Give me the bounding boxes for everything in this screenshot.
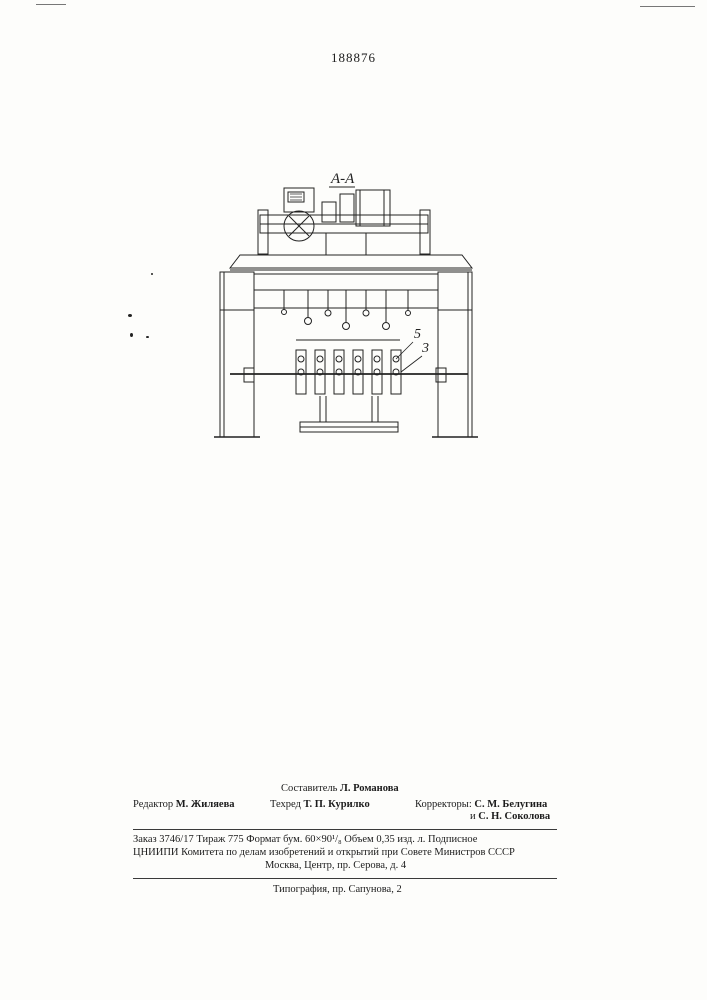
techred-line: Техред Т. П. Курилко (270, 799, 370, 811)
composer-label: Составитель (281, 783, 337, 794)
correctors-line: Корректоры: С. М. Белугина (415, 799, 547, 811)
corrector-2-line: и С. Н. Соколова (470, 811, 550, 823)
composer-name: Л. Романова (340, 783, 399, 794)
corrector-1-name: С. М. Белугина (474, 799, 547, 810)
address-line: Москва, Центр, пр. Серова, д. 4 (265, 860, 406, 872)
editor-line: Редактор М. Жиляева (133, 799, 235, 811)
order-line: Заказ 3746/17 Тираж 775 Формат бум. 60×9… (133, 834, 477, 846)
corrector-2-name: С. Н. Соколова (478, 811, 550, 822)
correctors-label: Корректоры: (415, 799, 472, 810)
corrector-and: и (470, 811, 476, 822)
imprint-bottom-rule (133, 878, 557, 879)
techred-label: Техред (270, 799, 301, 810)
printer-line: Типография, пр. Сапунова, 2 (273, 884, 402, 896)
editor-name: М. Жиляева (176, 799, 235, 810)
editor-label: Редактор (133, 799, 173, 810)
institute-line: ЦНИИПИ Комитета по делам изобретений и о… (133, 847, 515, 859)
imprint-top-rule (133, 829, 557, 830)
techred-name: Т. П. Курилко (304, 799, 370, 810)
composer-line: Составитель Л. Романова (281, 783, 399, 795)
